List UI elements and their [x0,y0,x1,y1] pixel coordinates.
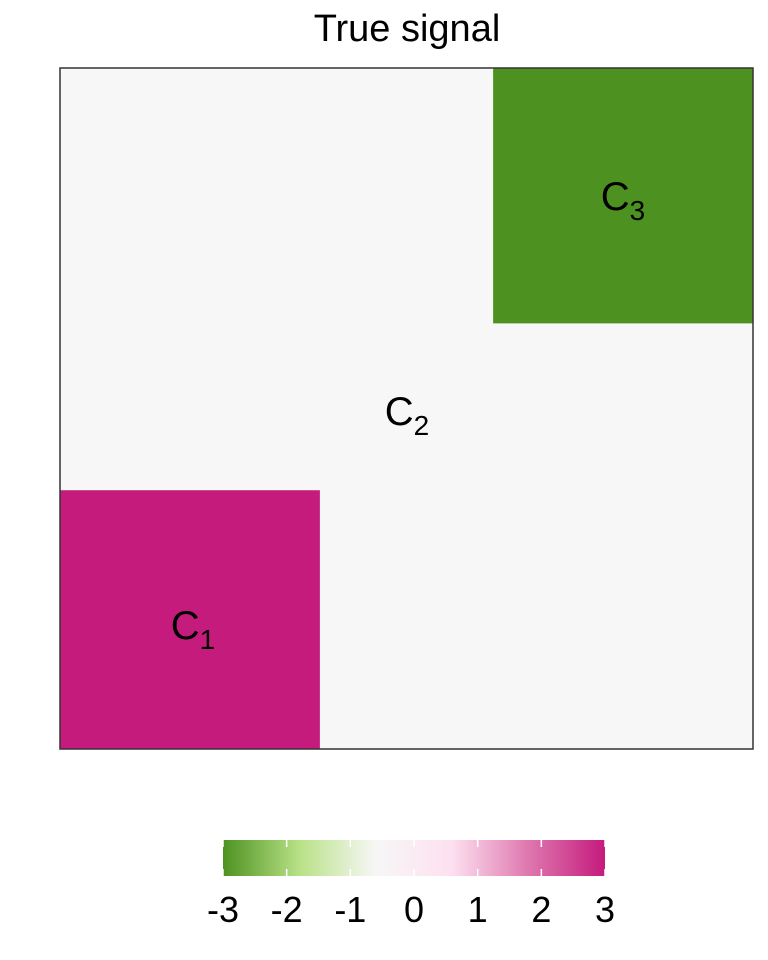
colorbar-tick-label: 3 [595,889,615,930]
colorbar-tick-label: 2 [531,889,551,930]
colorbar-tick-label: 0 [404,889,424,930]
chart-title: True signal [313,8,501,50]
region-labels: C1 C2 C3 [171,175,645,655]
block-label-c2: C2 [385,390,429,441]
colorbar-tick-label: -1 [334,889,366,930]
colorbar-tick-label: 1 [468,889,488,930]
heatmap-panel [60,68,753,749]
colorbar-tick-label: -2 [271,889,303,930]
block-label-c1: C1 [171,604,215,655]
block-c3 [493,68,753,324]
colorbar: -3 -2 -1 0 1 2 3 [207,840,615,930]
colorbar-tick-label: -3 [207,889,239,930]
block-label-c3: C3 [601,175,645,226]
block-c1 [60,490,320,749]
panel-border [59,67,754,750]
